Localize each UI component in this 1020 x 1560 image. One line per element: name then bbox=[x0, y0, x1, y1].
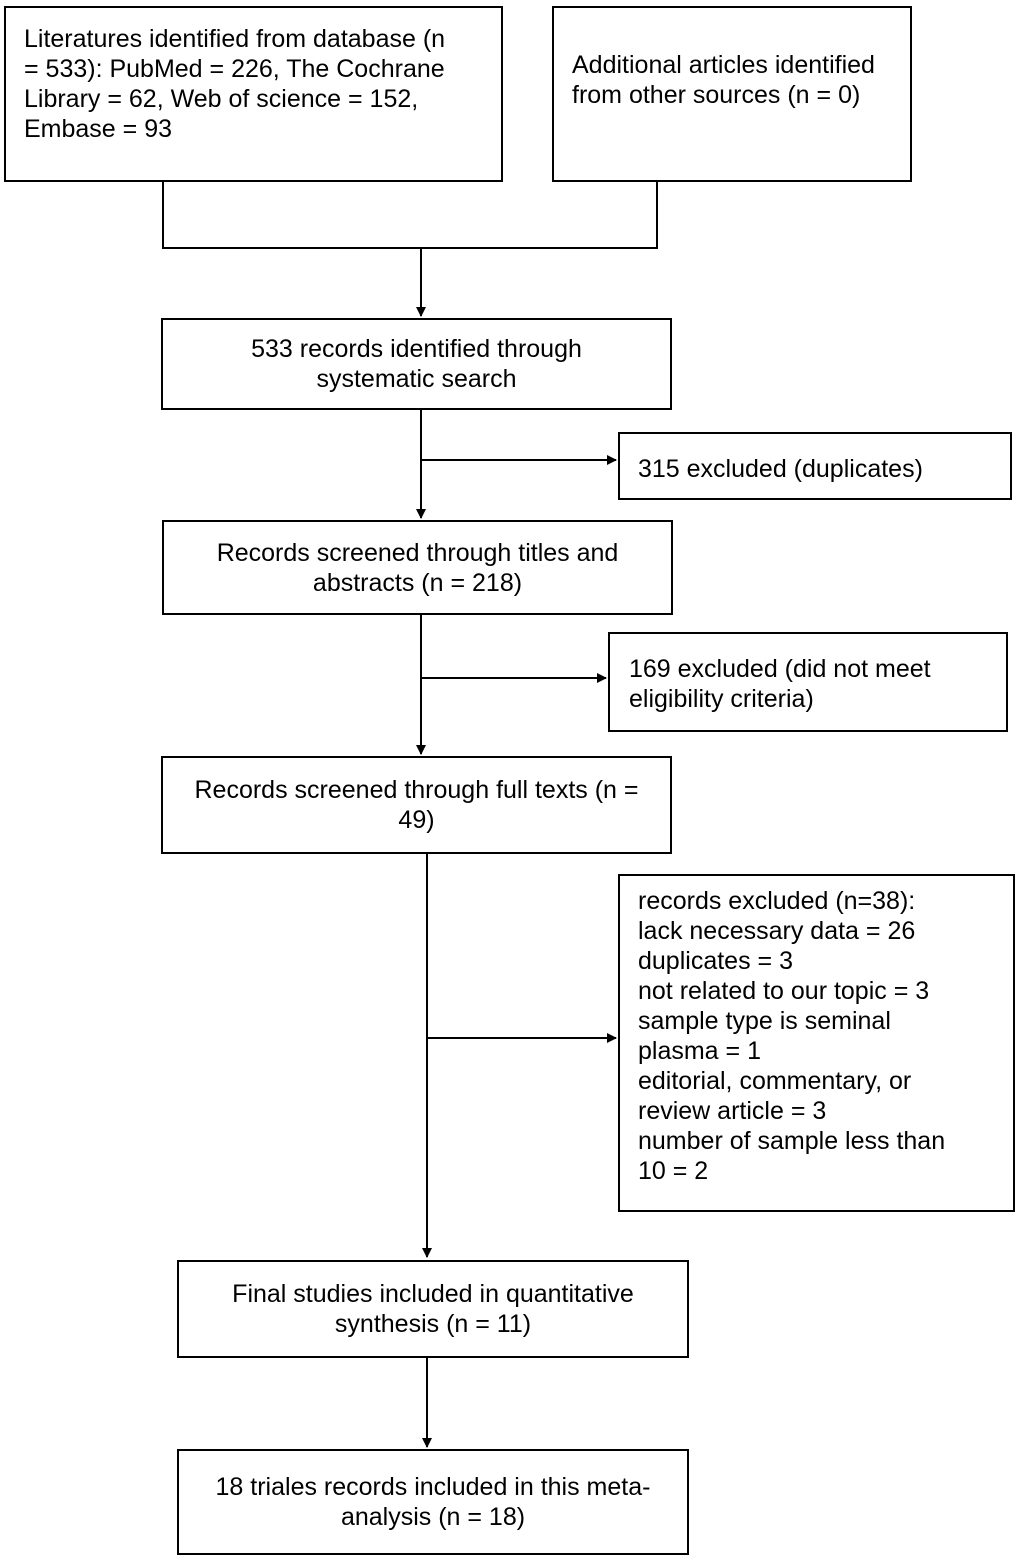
box-text-line: systematic search bbox=[316, 365, 517, 393]
box-text-line: duplicates = 3 bbox=[638, 947, 793, 975]
box-text-line: sample type is seminal bbox=[638, 1007, 891, 1035]
box-text-line: 315 excluded (duplicates) bbox=[638, 455, 923, 483]
box-text-line: Embase = 93 bbox=[24, 115, 173, 143]
final-studies-box: Final studies included in quantitative s… bbox=[177, 1260, 689, 1358]
excluded-records-box: records excluded (n=38): lack necessary … bbox=[618, 874, 1015, 1212]
merge-connector bbox=[162, 182, 658, 249]
box-text-line: number of sample less than bbox=[638, 1127, 946, 1155]
box-text-line: records excluded (n=38): bbox=[638, 887, 916, 915]
box-text-line: synthesis (n = 11) bbox=[334, 1310, 532, 1338]
box-text-line: lack necessary data = 26 bbox=[638, 917, 916, 945]
box-text-line: Records screened through titles and bbox=[216, 538, 619, 567]
box-text-line: Additional articles identified bbox=[572, 51, 875, 79]
box-text-line: review article = 3 bbox=[638, 1097, 827, 1125]
box-text-line: 49) bbox=[398, 806, 435, 834]
box-text-line: 10 = 2 bbox=[638, 1157, 709, 1185]
box-text-line: eligibility criteria) bbox=[629, 685, 814, 713]
excluded-eligibility-box: 169 excluded (did not meet eligibility c… bbox=[608, 632, 1008, 732]
box-text-line: Final studies included in quantitative bbox=[232, 1280, 634, 1308]
screened-titles-box: Records screened through titles and abst… bbox=[162, 520, 673, 615]
box-text-line: not related to our topic = 3 bbox=[638, 977, 930, 1005]
identified-records-box: 533 records identified through systemati… bbox=[161, 318, 672, 410]
box-text-line: = 533): PubMed = 226, The Cochrane bbox=[24, 55, 445, 83]
box-text-line: 533 records identified through bbox=[251, 335, 582, 363]
box-text-line: abstracts (n = 218) bbox=[312, 568, 523, 597]
box-text-line: plasma = 1 bbox=[638, 1037, 761, 1065]
box-text-line: analysis (n = 18) bbox=[340, 1503, 526, 1531]
box-text-line: from other sources (n = 0) bbox=[572, 81, 861, 109]
meta-analysis-box: 18 triales records included in this meta… bbox=[177, 1449, 689, 1555]
box-text-line: Literatures identified from database (n bbox=[24, 25, 446, 53]
box-text-line: Library = 62, Web of science = 152, bbox=[24, 85, 419, 113]
excluded-duplicates-box: 315 excluded (duplicates) bbox=[618, 432, 1012, 500]
other-sources-box: Additional articles identified from othe… bbox=[552, 6, 912, 182]
box-text-line: 169 excluded (did not meet bbox=[629, 655, 931, 683]
box-text-line: Records screened through full texts (n = bbox=[194, 776, 639, 804]
box-text-line: 18 triales records included in this meta… bbox=[215, 1473, 651, 1501]
screened-fulltext-box: Records screened through full texts (n =… bbox=[161, 756, 672, 854]
box-text-line: editorial, commentary, or bbox=[638, 1067, 912, 1095]
database-sources-box: Literatures identified from database (n … bbox=[4, 6, 503, 182]
